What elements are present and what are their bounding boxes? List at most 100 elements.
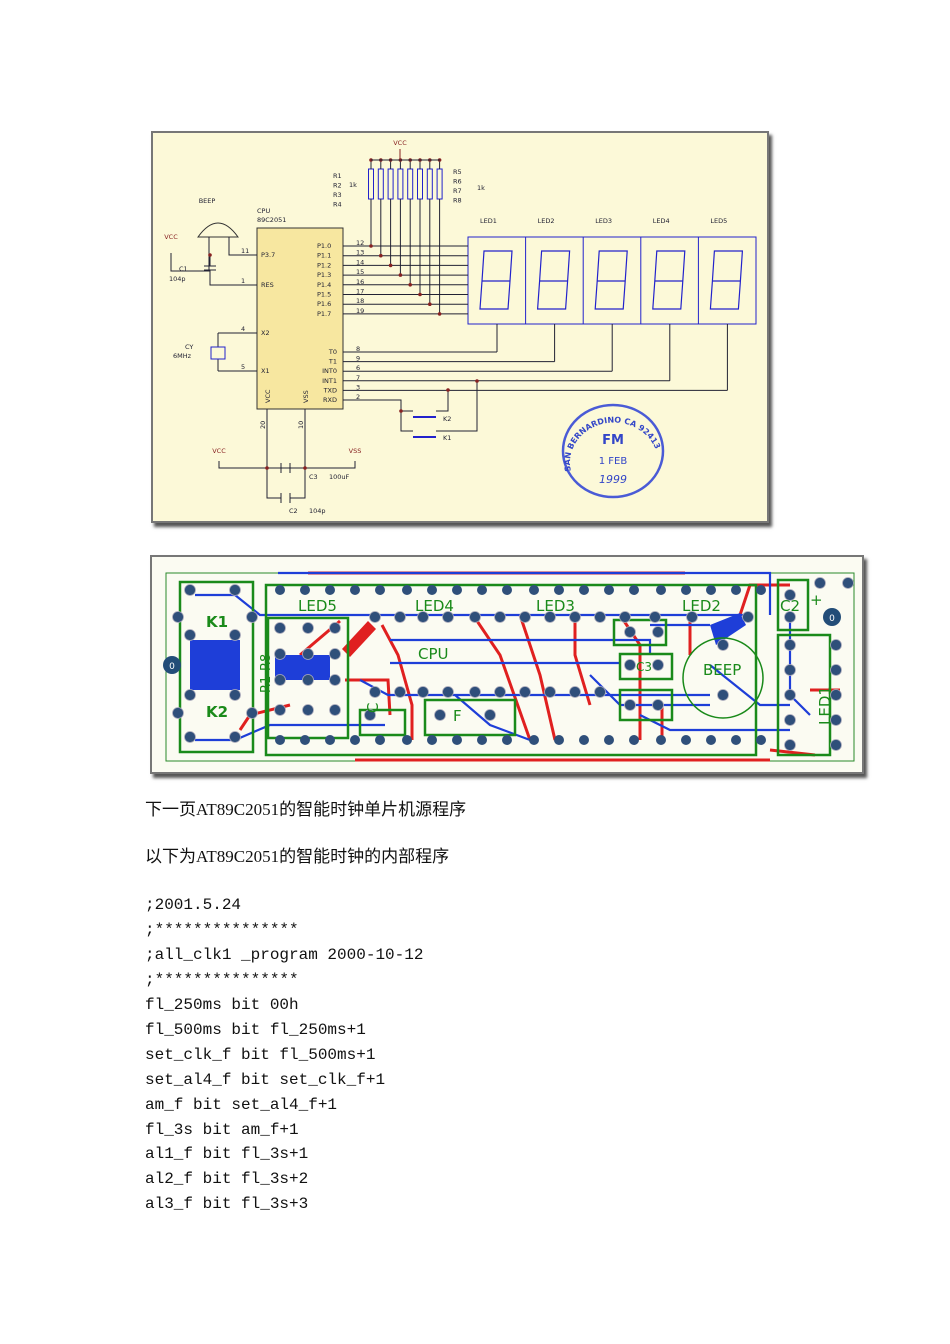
pcb-pad — [274, 648, 286, 660]
pcb-pad — [477, 585, 487, 595]
pcb-silkscreen-outline — [264, 583, 758, 757]
pcb-pad — [477, 735, 487, 745]
pcb-pad — [502, 585, 512, 595]
pcb-pad — [502, 735, 512, 745]
pcb-pad — [494, 611, 506, 623]
pin-label: P1.6 — [317, 300, 331, 308]
pcb-pad — [302, 704, 314, 716]
pin-number: 12 — [356, 239, 364, 247]
pcb-pad — [452, 585, 462, 595]
pcb-pad — [427, 735, 437, 745]
hole-label: 0 — [169, 662, 175, 672]
c3-value: 100uF — [329, 473, 350, 481]
pcb-pad — [830, 739, 842, 751]
r-left-value: 1k — [349, 181, 357, 189]
pcb-pad — [484, 709, 496, 721]
pcb-pad — [594, 686, 606, 698]
junction-dot — [408, 283, 413, 287]
resistor — [407, 168, 414, 200]
pcb-pad — [274, 704, 286, 716]
pin-label: X1 — [261, 367, 270, 375]
pcb-pad — [624, 659, 636, 671]
pin-label: RXD — [323, 396, 337, 404]
pcb-layout-figure: K1 K2 LED5 LED4 LED3 LED2 CPU BEEP C2 + … — [150, 555, 864, 774]
c1-value: 104p — [169, 275, 186, 283]
resistor-label: R6 — [453, 178, 462, 186]
pcb-label-k2: K2 — [206, 703, 228, 721]
stamp: SAN BERNARDINO CA 92413 FM 1 FEB 1999 — [561, 403, 665, 499]
code-line: ;2001.5.24 — [145, 896, 242, 914]
led-label: LED5 — [710, 217, 727, 225]
pcb-pad — [229, 689, 241, 701]
pin-label: INT0 — [322, 367, 337, 375]
pcb-pad — [229, 731, 241, 743]
pin-label: T1 — [328, 358, 337, 366]
junction-dot — [398, 273, 403, 277]
resistor-label: R5 — [453, 168, 462, 176]
beeper-outline — [682, 637, 764, 719]
resistor-label: R7 — [453, 187, 462, 195]
pcb-pad — [742, 611, 754, 623]
pcb-pad — [784, 689, 796, 701]
pcb-pad — [402, 735, 412, 745]
led-label: LED3 — [595, 217, 612, 225]
pcb-pad — [756, 735, 766, 745]
pcb-pad — [731, 585, 741, 595]
pcb-silkscreen-outline — [776, 578, 810, 632]
pin-number: 19 — [356, 307, 364, 315]
pin-number: 8 — [356, 345, 360, 353]
pin-number: 9 — [356, 355, 360, 363]
pcb-pad — [544, 611, 556, 623]
pcb-pad — [417, 686, 429, 698]
pcb-pad — [681, 735, 691, 745]
pcb-label-beep: BEEP — [703, 661, 741, 679]
pcb-pad — [325, 735, 335, 745]
pcb-copper-pad — [710, 613, 746, 645]
pcb-trace-top — [573, 615, 592, 706]
cy-label: CY — [185, 343, 193, 351]
pcb-pad — [329, 622, 341, 634]
pcb-trace-bottom — [278, 571, 772, 615]
pcb-pad — [624, 699, 636, 711]
pcb-pad — [656, 735, 666, 745]
pcb-label-c: C — [364, 703, 382, 713]
pcb-pad — [717, 689, 729, 701]
pin-number: 16 — [356, 278, 364, 286]
pcb-pad — [624, 626, 636, 638]
resistor — [426, 168, 433, 200]
pcb-pad — [569, 686, 581, 698]
pcb-pad — [619, 611, 631, 623]
pcb-pad — [529, 735, 539, 745]
program-intro-heading: 以下为AT89C2051的智能时钟的内部程序 — [145, 847, 450, 866]
pcb-pad — [246, 611, 258, 623]
pcb-pad — [529, 585, 539, 595]
pcb-pad — [329, 674, 341, 686]
pcb-pad — [656, 585, 666, 595]
hole-label: 0 — [829, 614, 835, 624]
pin-label: P1.5 — [317, 291, 331, 299]
c1-label: C1 — [179, 265, 188, 273]
pcb-pad — [369, 611, 381, 623]
beep-label: BEEP — [199, 197, 216, 205]
pcb-trace-top — [471, 614, 532, 741]
pcb-pad — [842, 577, 854, 589]
r-right-value: 1k — [477, 184, 485, 192]
pcb-trace-bottom — [709, 664, 790, 707]
pcb-trace-bottom — [390, 638, 652, 655]
resistor-label: R2 — [333, 182, 342, 190]
pcb-trace-bottom — [454, 694, 531, 742]
pcb-pad — [469, 611, 481, 623]
pcb-pad — [604, 585, 614, 595]
pin-label: P1.0 — [317, 242, 331, 250]
code-line: fl_500ms bit fl_250ms+1 — [145, 1021, 366, 1039]
pcb-label-led2: LED2 — [682, 597, 721, 615]
pcb-pad — [375, 735, 385, 745]
k2-label: K2 — [443, 415, 451, 423]
c3-label: C3 — [309, 473, 318, 481]
pin-number: 7 — [356, 374, 360, 382]
junction-dot — [437, 312, 442, 316]
pcb-pad — [442, 611, 454, 623]
pcb-pad — [784, 611, 796, 623]
pcb-pad — [369, 686, 381, 698]
pcb-pad — [830, 664, 842, 676]
